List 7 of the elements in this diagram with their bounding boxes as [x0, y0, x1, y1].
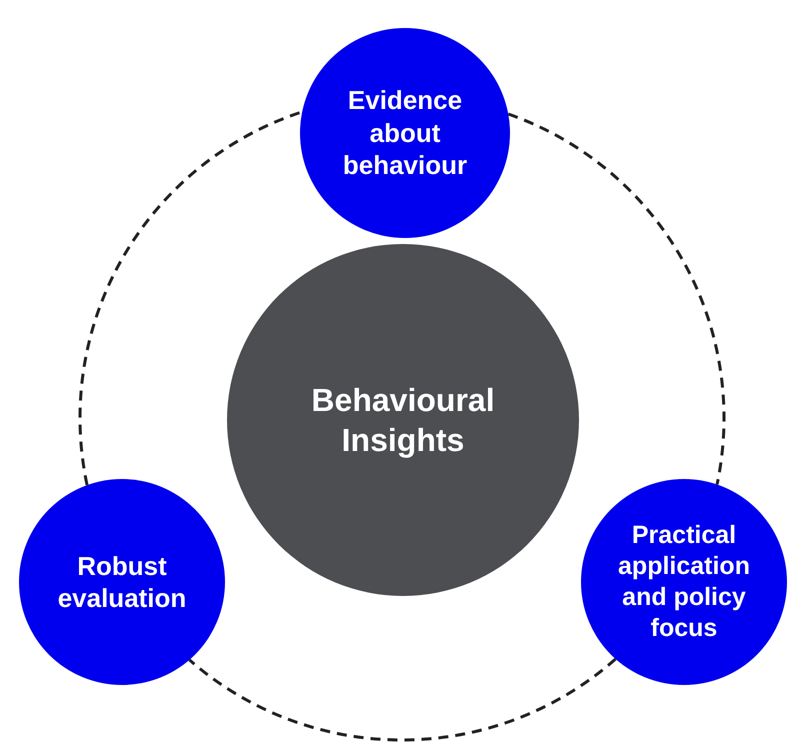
- node-label: Robust evaluation: [56, 550, 188, 614]
- node-label: Practical application and policy focus: [617, 520, 751, 644]
- dashed-connector: [508, 112, 726, 485]
- dashed-connector: [188, 658, 616, 742]
- node-label: Evidence about behaviour: [342, 84, 468, 182]
- dashed-connector: [78, 110, 303, 486]
- node-label: Behavioural Insights: [310, 381, 496, 460]
